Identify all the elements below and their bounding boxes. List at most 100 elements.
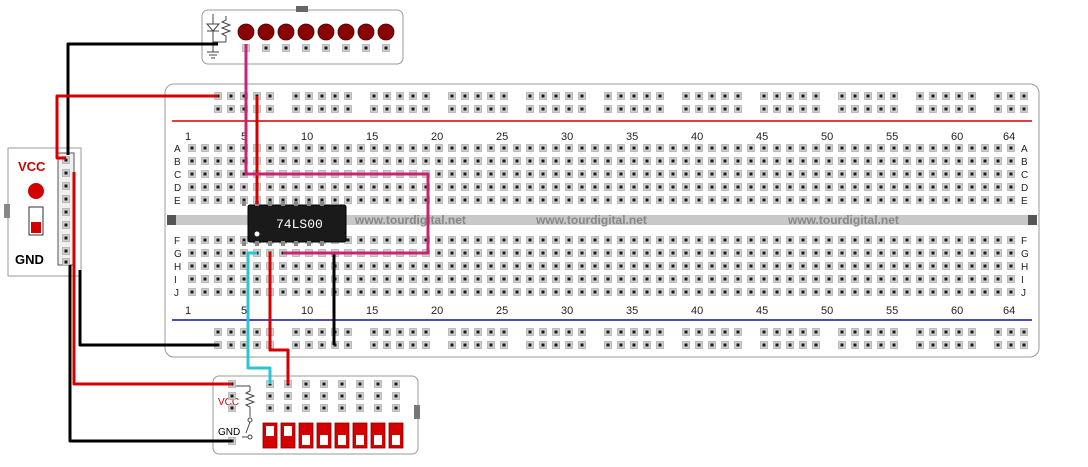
breadboard-hole xyxy=(578,236,586,244)
breadboard-hole xyxy=(721,236,729,244)
dip-switch[interactable] xyxy=(370,422,386,449)
breadboard-hole xyxy=(292,262,300,270)
power-rail-hole xyxy=(864,92,872,100)
switch-output-hole xyxy=(338,404,346,412)
row-label-j-left: J xyxy=(174,288,179,299)
psu-connector-hole xyxy=(62,182,70,190)
col-num-top-50: 50 xyxy=(821,131,833,143)
breadboard-hole xyxy=(227,288,235,296)
breadboard-hole xyxy=(565,262,573,270)
breadboard-hole xyxy=(864,262,872,270)
led-input-hole xyxy=(342,44,350,52)
power-rail-hole xyxy=(604,105,612,113)
col-num-bottom-20: 20 xyxy=(431,305,443,317)
breadboard-hole xyxy=(708,196,716,204)
breadboard-hole xyxy=(877,183,885,191)
col-num-top-64: 64 xyxy=(1003,131,1015,143)
breadboard-hole xyxy=(474,288,482,296)
breadboard-hole xyxy=(539,196,547,204)
led-icon xyxy=(357,23,375,41)
breadboard-hole xyxy=(214,144,222,152)
breadboard-hole xyxy=(851,288,859,296)
dip-switch[interactable] xyxy=(388,422,404,449)
breadboard-hole xyxy=(370,157,378,165)
power-rail-hole xyxy=(240,328,248,336)
switch-output-hole xyxy=(302,380,310,388)
power-rail-hole xyxy=(760,92,768,100)
dip-switch[interactable] xyxy=(262,422,278,449)
dip-switch[interactable] xyxy=(298,422,314,449)
breadboard-hole xyxy=(604,170,612,178)
power-rail-hole xyxy=(695,341,703,349)
breadboard-hole xyxy=(344,196,352,204)
breadboard-hole xyxy=(942,288,950,296)
breadboard-hole xyxy=(539,157,547,165)
breadboard-hole xyxy=(747,144,755,152)
breadboard-hole xyxy=(617,275,625,283)
chip-pin xyxy=(242,201,246,206)
breadboard-hole xyxy=(214,249,222,257)
power-rail-hole xyxy=(760,341,768,349)
col-num-bottom-40: 40 xyxy=(691,305,703,317)
power-rail-hole xyxy=(292,92,300,100)
breadboard-hole xyxy=(539,236,547,244)
breadboard-hole xyxy=(838,249,846,257)
power-rail-hole xyxy=(500,341,508,349)
breadboard-hole xyxy=(708,275,716,283)
power-rail-hole xyxy=(266,92,274,100)
breadboard-hole xyxy=(812,196,820,204)
wire-red-switch-vcc xyxy=(72,172,232,386)
breadboard-hole xyxy=(370,144,378,152)
breadboard-hole xyxy=(968,196,976,204)
breadboard-hole xyxy=(682,249,690,257)
power-rail-hole xyxy=(565,105,573,113)
breadboard-hole xyxy=(357,262,365,270)
breadboard-hole xyxy=(461,275,469,283)
breadboard-hole xyxy=(344,262,352,270)
row-label-d-right: D xyxy=(1021,183,1028,194)
breadboard-hole xyxy=(448,288,456,296)
row-label-i-left: I xyxy=(174,275,177,286)
chip-pin xyxy=(294,201,298,206)
dip-switch[interactable] xyxy=(334,422,350,449)
dip-switch[interactable] xyxy=(352,422,368,449)
breadboard-hole xyxy=(630,262,638,270)
breadboard-hole xyxy=(396,144,404,152)
psu-connector-hole xyxy=(62,208,70,216)
breadboard-hole xyxy=(539,183,547,191)
breadboard-hole xyxy=(526,183,534,191)
breadboard-hole xyxy=(968,183,976,191)
breadboard-hole xyxy=(279,275,287,283)
breadboard-hole xyxy=(344,144,352,152)
breadboard-hole xyxy=(903,144,911,152)
breadboard-hole xyxy=(890,236,898,244)
breadboard-hole xyxy=(188,236,196,244)
power-rail-hole xyxy=(552,105,560,113)
breadboard-hole xyxy=(786,183,794,191)
breadboard-hole xyxy=(682,183,690,191)
power-rail-hole xyxy=(812,105,820,113)
power-rail-hole xyxy=(422,341,430,349)
dip-switch[interactable] xyxy=(280,422,296,449)
row-label-b-left: B xyxy=(174,157,181,168)
breadboard-hole xyxy=(292,275,300,283)
breadboard-hole xyxy=(877,157,885,165)
breadboard-hole xyxy=(994,262,1002,270)
breadboard-hole xyxy=(747,249,755,257)
power-rail-hole xyxy=(383,105,391,113)
breadboard-hole xyxy=(916,275,924,283)
breadboard-hole xyxy=(214,170,222,178)
breadboard-hole xyxy=(877,170,885,178)
breadboard-hole xyxy=(864,144,872,152)
dip-switch[interactable] xyxy=(316,422,332,449)
breadboard-hole xyxy=(890,144,898,152)
power-rail-hole xyxy=(630,105,638,113)
breadboard-hole xyxy=(786,144,794,152)
breadboard-hole xyxy=(981,170,989,178)
power-rail-hole xyxy=(396,92,404,100)
breadboard-hole xyxy=(448,183,456,191)
breadboard-hole xyxy=(552,144,560,152)
power-rail-hole xyxy=(929,341,937,349)
center-divider xyxy=(172,215,1032,225)
breadboard-hole xyxy=(760,144,768,152)
